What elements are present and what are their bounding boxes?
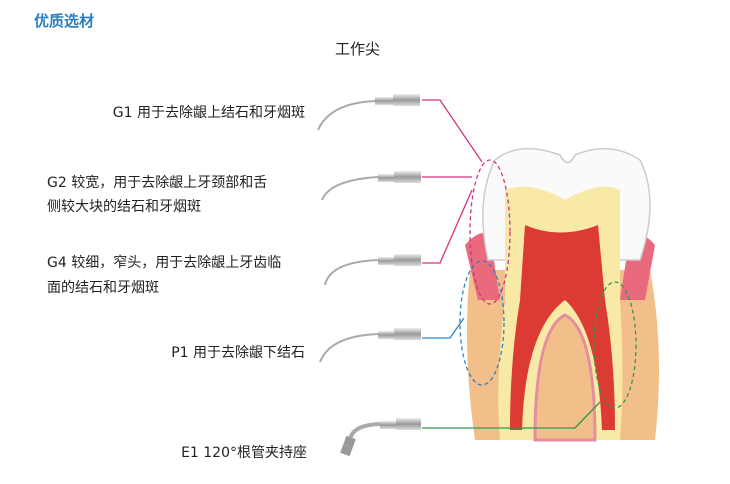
pulp — [510, 225, 615, 430]
e1-description: E1 120°根管夹持座 — [181, 445, 307, 461]
e1-leader-line — [422, 401, 601, 429]
inter-root-bone — [533, 313, 597, 442]
section-heading: 优质选材 — [34, 12, 95, 30]
g-zone-outline — [469, 159, 511, 305]
g1-tip-image — [317, 94, 420, 131]
e-zone-outline — [593, 281, 637, 409]
e1-tip-image — [340, 418, 421, 457]
p1-leader-line — [422, 317, 465, 339]
diagram-title: 工作尖 — [335, 40, 381, 58]
p1-description: P1 用于去除龈下结石 — [171, 345, 305, 361]
g4-description-line1: G4 较细，窄头，用于去除龈上牙齿临 — [47, 255, 282, 271]
p1-tip-image — [319, 328, 421, 363]
g4-tip-image — [324, 254, 421, 286]
g4-leader-line — [422, 189, 473, 264]
g2-description-line1: G2 较宽，用于去除龈上牙颈部和舌 — [47, 175, 268, 191]
g1-leader-line — [422, 99, 483, 163]
g4-description-line2: 面的结石和牙烟斑 — [47, 280, 159, 296]
g2-description-line2: 侧较大块的结石和牙烟斑 — [47, 199, 201, 215]
g2-tip-image — [321, 171, 421, 201]
g1-description: G1 用于去除龈上结石和牙烟斑 — [112, 105, 305, 121]
p-zone-outline — [459, 260, 505, 386]
